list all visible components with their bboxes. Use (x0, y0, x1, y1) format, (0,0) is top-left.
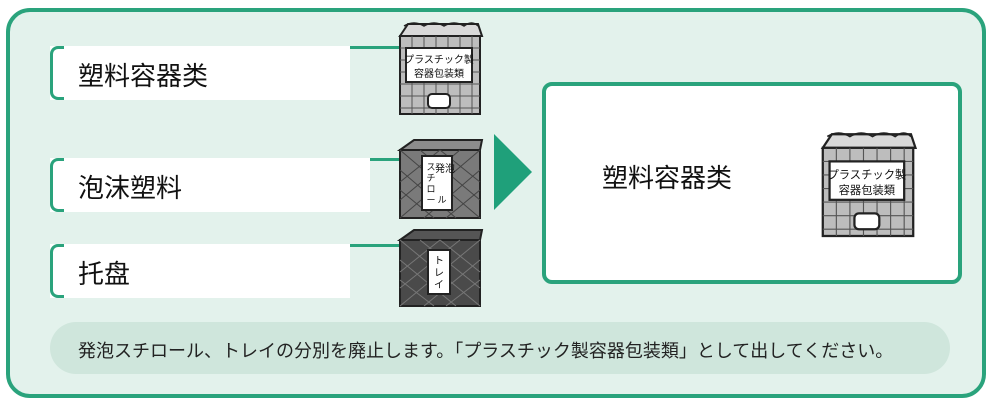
source-box: 塑料容器类 (50, 46, 450, 100)
note-banner: 発泡スチロール、トレイの分別を廃止します。「プラスチック製容器包装類」として出し… (50, 322, 950, 374)
svg-text:発泡: 発泡 (435, 162, 455, 175)
svg-text:プラスチック製: プラスチック製 (827, 167, 906, 181)
source-label: 托盘 (78, 260, 131, 290)
source-box: 托盘 (50, 244, 450, 298)
svg-text:ロ: ロ (426, 185, 435, 195)
svg-text:チ: チ (426, 173, 435, 184)
plastic-container-bin-icon: プラスチック製 容器包装類 (398, 22, 484, 115)
source-label: 塑料容器类 (78, 62, 209, 92)
svg-text:ス: ス (426, 163, 435, 173)
tray-bin-icon: ト レ イ (396, 229, 484, 307)
svg-text:イ: イ (434, 280, 444, 291)
diagram-frame: 塑料容器类 泡沫塑料 托盘 プラスチック製 容器包装類 (6, 8, 986, 398)
svg-text:プラスチック製: プラスチック製 (404, 53, 474, 66)
source-box: 泡沫塑料 (50, 158, 470, 212)
svg-text:ト: ト (434, 256, 444, 267)
styrofoam-bin-icon: 発泡 ス チ ロ ー ル (396, 139, 484, 219)
destination-box: 塑料容器类 プラスチック製 容器包装類 (542, 82, 962, 284)
svg-text:容器包装類: 容器包装類 (839, 183, 896, 197)
destination-label: 塑料容器类 (602, 164, 733, 194)
note-text: 発泡スチロール、トレイの分別を廃止します。「プラスチック製容器包装類」として出し… (78, 341, 894, 362)
svg-text:ル: ル (437, 196, 446, 206)
svg-text:レ: レ (434, 268, 444, 279)
right-arrow-icon (494, 134, 532, 210)
source-label: 泡沫塑料 (78, 174, 183, 204)
plastic-container-bin-icon: プラスチック製 容器包装類 (820, 132, 918, 238)
svg-text:容器包装類: 容器包装類 (414, 67, 464, 80)
svg-text:ー: ー (426, 196, 435, 206)
